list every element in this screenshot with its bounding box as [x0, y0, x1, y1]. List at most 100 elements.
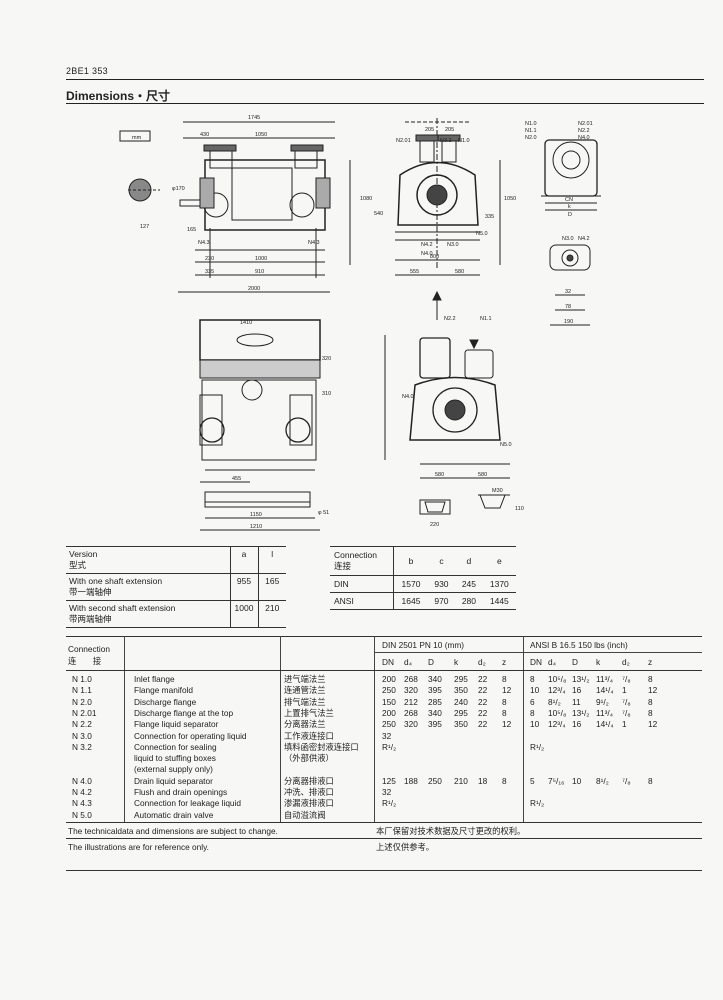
ansi-value: 8¹/₂ [548, 696, 561, 707]
title-rule [66, 103, 704, 104]
ansi-value: ⁷/₈ [622, 674, 631, 684]
din-value: 250 [382, 719, 396, 730]
connection-desc-en: Flange manifold [134, 685, 194, 696]
connection-desc-cn: 工作液连接口 [284, 730, 334, 741]
din-value: 395 [428, 719, 442, 730]
din-header: DIN 2501 PN 10 (mm) [382, 640, 465, 650]
svg-text:555: 555 [410, 269, 419, 275]
svg-text:φ 51: φ 51 [318, 510, 329, 516]
table-row: Connection 连接 b c d e [330, 546, 516, 576]
ansi-col-header: z [648, 657, 653, 667]
svg-text:2000: 2000 [248, 286, 260, 292]
svg-text:1080: 1080 [360, 196, 372, 202]
svg-text:32: 32 [565, 289, 571, 295]
connection-id: N 4.3 [72, 798, 92, 809]
svg-text:CN: CN [565, 197, 573, 203]
ansi-value: 10 [530, 685, 540, 696]
svg-text:910: 910 [255, 269, 264, 275]
din-value: 32 [382, 787, 392, 797]
connection-id: N 4.2 [72, 787, 92, 797]
connection-id: N 3.0 [72, 730, 92, 741]
connection-id: N 2.2 [72, 719, 92, 730]
din-value: 250 [382, 685, 396, 696]
svg-text:N2.2: N2.2 [444, 316, 456, 322]
connection-id: N 1.1 [72, 685, 92, 696]
ansi-value: 9¹/₂ [596, 696, 609, 707]
ansi-value: 12 [648, 685, 658, 696]
connection-desc-en: Discharge flange [134, 696, 197, 707]
din-value: 18 [478, 775, 488, 786]
ansi-value: 16 [572, 685, 582, 696]
ansi-value: 14¹/₄ [596, 719, 614, 730]
connection-desc-en: Connection for sealing [134, 741, 217, 752]
connection-desc-cn: （外部供液） [284, 753, 334, 764]
din-col-header: D [428, 657, 434, 667]
ansi-col-header: d₄ [548, 657, 557, 667]
din-value: R¹/₂ [382, 798, 397, 809]
model-number: 2BE1 353 [66, 66, 108, 76]
ansi-value: 12³/₄ [548, 685, 566, 696]
ansi-value: 13¹/₂ [572, 674, 590, 684]
ansi-value: 8 [530, 707, 535, 718]
footer-note-1-cn: 本厂保留对技术数据及尺寸更改的权利。 [376, 826, 526, 836]
svg-text:N2.2: N2.2 [578, 128, 590, 134]
din-value: 8 [502, 696, 507, 707]
ansi-value: 7⁵/₁₆ [548, 775, 565, 786]
ansi-value: ⁷/₈ [622, 696, 631, 707]
svg-text:310: 310 [322, 391, 331, 397]
ansi-value: 8 [648, 674, 653, 684]
connection-desc-cn: 填料函密封液连接口 [284, 741, 359, 752]
din-value: 8 [502, 775, 507, 786]
din-value: 320 [404, 719, 418, 730]
ansi-value: 14¹/₄ [596, 685, 614, 696]
ansi-value: 10 [530, 719, 540, 730]
connection-id: N 2.01 [72, 707, 97, 718]
svg-text:N4.2: N4.2 [421, 242, 433, 248]
svg-text:φ170: φ170 [172, 186, 185, 192]
ansi-col-header: D [572, 657, 578, 667]
din-value: R¹/₂ [382, 741, 397, 752]
svg-text:455: 455 [232, 476, 241, 482]
ansi-value: ⁷/₈ [622, 775, 631, 786]
flange-table: Connection 连 接 DIN 2501 PN 10 (mm) ANSI … [66, 636, 702, 852]
ansi-value: 11 [572, 696, 581, 707]
svg-text:N4.2: N4.2 [578, 236, 590, 242]
din-value: 340 [428, 674, 442, 684]
svg-text:335: 335 [205, 269, 214, 275]
col-header-connection: Connection [68, 644, 110, 654]
din-value: 188 [404, 775, 418, 786]
ansi-value: 12 [648, 719, 658, 730]
version-table: Version 型式 a l With one shaft extension … [66, 546, 286, 628]
din-value: 8 [502, 707, 507, 718]
din-value: 32 [382, 730, 392, 741]
svg-text:N4.0: N4.0 [421, 251, 433, 257]
table-row: liquid to stuffing boxes（外部供液） [66, 752, 702, 765]
lbl-mm: mm [132, 135, 142, 141]
ansi-value: 12³/₄ [548, 719, 566, 730]
din-value: 210 [454, 775, 468, 786]
din-value: 268 [404, 674, 418, 684]
table-row: N 3.2 Connection for sealing 填料函密封液连接口 R¹/₂… [66, 741, 702, 754]
din-value: 240 [454, 696, 468, 707]
connection-desc-cn: 自动溢流阀 [284, 809, 326, 820]
connection-desc-en: Connection for leakage liquid [134, 798, 242, 809]
svg-text:335: 335 [485, 214, 494, 220]
connection-id: N 3.2 [72, 741, 92, 752]
ansi-col-header: d₂ [622, 657, 630, 667]
svg-text:N2.01: N2.01 [396, 138, 411, 144]
footer-note-2: The illustrations are for reference only… [68, 842, 209, 852]
din-value: 212 [404, 696, 418, 707]
table-row: ANSI 1645 970 280 1445 [330, 592, 516, 610]
svg-text:127: 127 [140, 224, 149, 230]
bearing-right [289, 192, 315, 218]
svg-text:205: 205 [425, 127, 434, 133]
footer-note-2-cn: 上述仅供参考。 [376, 842, 435, 852]
din-value: 200 [382, 707, 396, 718]
din-value: 125 [382, 775, 396, 786]
